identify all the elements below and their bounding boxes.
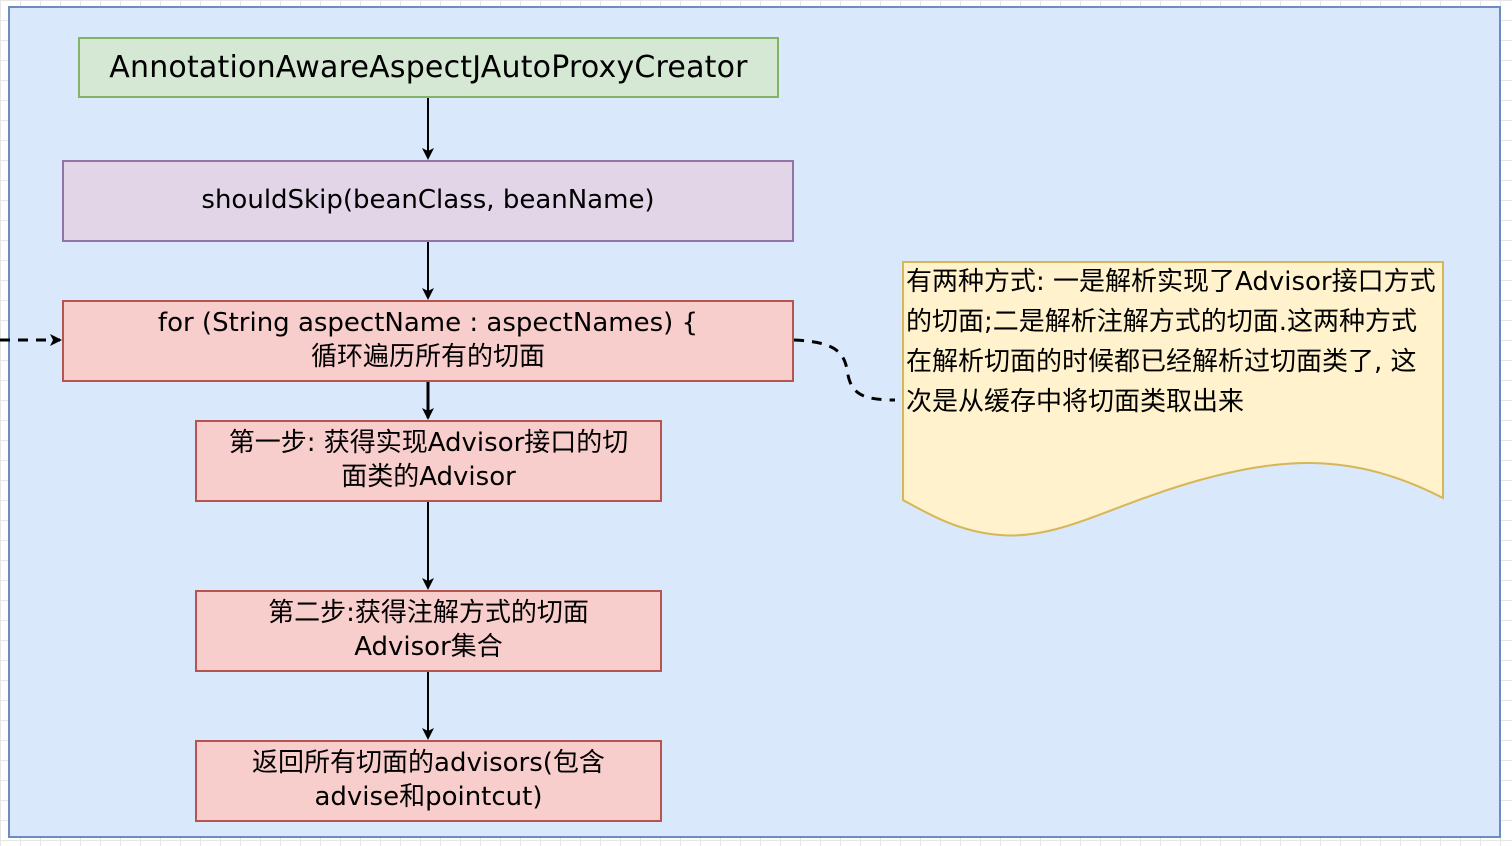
should-skip-node[interactable]: shouldSkip(beanClass, beanName): [62, 160, 794, 242]
should-skip-label: shouldSkip(beanClass, beanName): [201, 185, 655, 216]
title-node-label: AnnotationAwareAspectJAutoProxyCreator: [109, 50, 748, 85]
loop-line-1: for (String aspectName : aspectNames) {: [157, 308, 699, 339]
step2-label: 第二步:获得注解方式的切面 Advisor集合: [268, 598, 589, 662]
step1-label: 第一步: 获得实现Advisor接口的切 面类的Advisor: [228, 428, 629, 492]
return-advisors-node[interactable]: 返回所有切面的advisors(包含 advise和pointcut): [195, 740, 662, 822]
loop-line-2: 循环遍历所有的切面: [310, 342, 545, 372]
note-shape: [902, 261, 1444, 537]
note-connector: [793, 338, 896, 402]
loop-aspect-names-node[interactable]: for (String aspectName : aspectNames) { …: [62, 300, 794, 382]
annotation-aware-aspectj-auto-proxy-creator-node[interactable]: AnnotationAwareAspectJAutoProxyCreator: [78, 37, 779, 98]
step1-node[interactable]: 第一步: 获得实现Advisor接口的切 面类的Advisor: [195, 420, 662, 502]
step2-node[interactable]: 第二步:获得注解方式的切面 Advisor集合: [195, 590, 662, 672]
note-text: 有两种方式: 一是解析实现了Advisor接口方式的切面;二是解析注解方式的切面…: [906, 267, 1436, 417]
return-label: 返回所有切面的advisors(包含 advise和pointcut): [252, 748, 605, 812]
